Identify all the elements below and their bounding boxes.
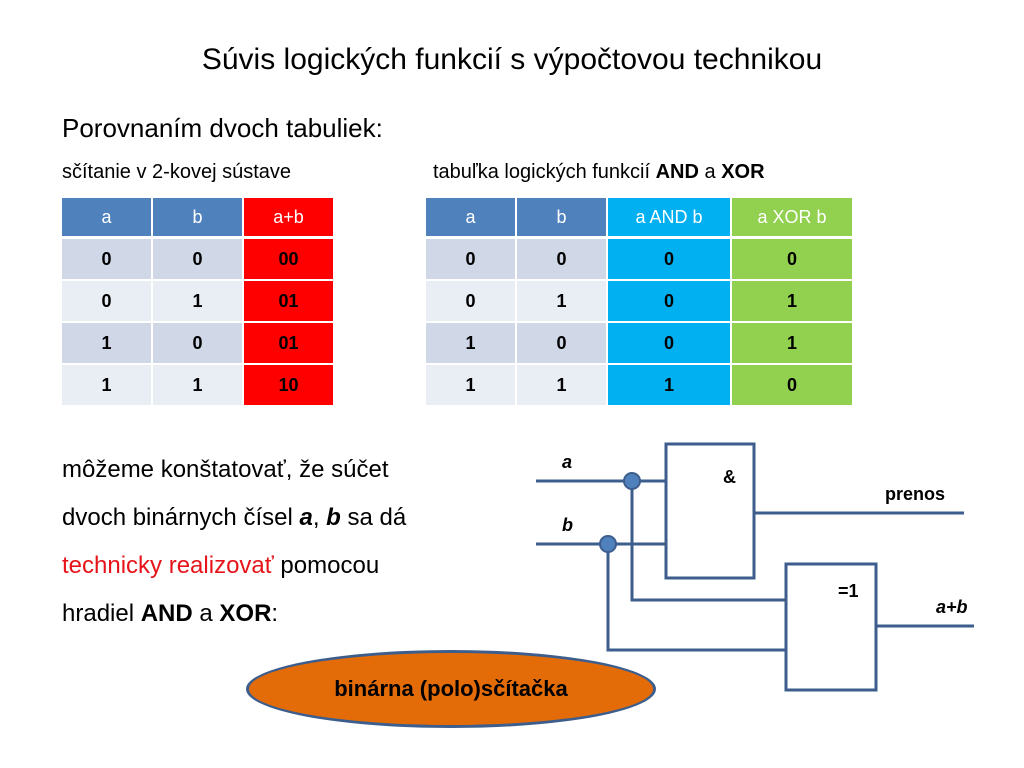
table-cell: 10: [244, 365, 335, 407]
table-cell: 1: [732, 323, 854, 365]
explanation-paragraph: môžeme konštatovať, že súčet dvoch binár…: [62, 446, 532, 638]
table-header-row: a b a AND b a XOR b: [426, 198, 854, 239]
para-line-4: hradiel AND a XOR:: [62, 590, 532, 638]
binary-sum-table: a b a+b 0 0 00 0 1 01 1 0 01 1 1 10: [62, 198, 335, 407]
slide-title: Súvis logických funkcií s výpočtovou tec…: [201, 43, 823, 76]
table-cell: 1: [153, 365, 244, 407]
input-b-label: b: [562, 515, 573, 535]
caption-binary-sum: sčítanie v 2-kovej sústave: [62, 161, 291, 183]
header-b: b: [153, 198, 244, 239]
para-text: :: [271, 600, 279, 627]
table-cell: 1: [732, 281, 854, 323]
table-cell: 0: [517, 239, 608, 281]
para-text: a: [192, 600, 220, 627]
subtitle: Porovnaním dvoch tabuliek:: [62, 113, 383, 143]
table-cell: 0: [62, 281, 153, 323]
caption-text2: a: [698, 161, 722, 183]
table-row: 0 0 00: [62, 239, 335, 281]
para-text: hradiel: [62, 600, 141, 627]
table-row: 1 0 0 1: [426, 323, 854, 365]
table-row: 0 1 0 1: [426, 281, 854, 323]
wire-b-branch: [606, 544, 786, 652]
junction-a: [623, 472, 641, 490]
carry-label: prenos: [885, 484, 946, 504]
table-cell: 0: [517, 323, 608, 365]
table-cell: 0: [732, 239, 854, 281]
para-text: dvoch binárnych čísel: [62, 504, 300, 531]
var-a: a: [299, 504, 313, 531]
table-cell: 1: [153, 281, 244, 323]
header-xor: a XOR b: [732, 198, 854, 239]
table-cell: 0: [608, 323, 732, 365]
input-a-label: a: [562, 452, 573, 472]
half-adder-ellipse: binárna (polo)sčítačka: [246, 650, 656, 728]
and-word: AND: [140, 600, 193, 627]
wire-a-branch: [630, 481, 786, 602]
table-cell: 0: [62, 239, 153, 281]
table-cell: 0: [608, 281, 732, 323]
and-gate-symbol: &: [723, 467, 736, 487]
para-line-2: dvoch binárnych čísel a, b sa dá: [62, 494, 532, 542]
table-row: 0 1 01: [62, 281, 335, 323]
xor-gate-symbol: =1: [838, 581, 859, 601]
xor-word: XOR: [219, 600, 272, 627]
table-cell: 1: [426, 365, 517, 407]
table-cell: 00: [244, 239, 335, 281]
xor-gate: [784, 562, 878, 692]
highlight-text: technicky realizovať: [62, 552, 274, 579]
caption-and: AND: [655, 161, 699, 183]
table-cell: 1: [62, 323, 153, 365]
junction-b: [599, 535, 617, 553]
header-a: a: [426, 198, 517, 239]
para-line-1: môžeme konštatovať, že súčet: [62, 456, 389, 483]
header-b: b: [517, 198, 608, 239]
header-a: a: [62, 198, 153, 239]
table-cell: 0: [426, 239, 517, 281]
logic-functions-table: a b a AND b a XOR b 0 0 0 0 0 1 0 1 1 0 …: [426, 198, 854, 407]
table-cell: 1: [608, 365, 732, 407]
table-header-row: a b a+b: [62, 198, 335, 239]
para-text: pomocou: [273, 552, 380, 579]
table-cell: 0: [153, 239, 244, 281]
caption-text1: tabuľka logických funkcií: [433, 161, 656, 183]
table-row: 0 0 0 0: [426, 239, 854, 281]
para-text: ,: [312, 504, 327, 531]
var-b: b: [326, 504, 341, 531]
table-row: 1 1 10: [62, 365, 335, 407]
table-row: 1 1 1 0: [426, 365, 854, 407]
table-cell: 0: [608, 239, 732, 281]
table-cell: 01: [244, 281, 335, 323]
caption-logic-table: tabuľka logických funkcií AND a XOR: [433, 158, 765, 186]
table-cell: 1: [517, 281, 608, 323]
table-row: 1 0 01: [62, 323, 335, 365]
table-cell: 1: [426, 323, 517, 365]
table-cell: 01: [244, 323, 335, 365]
para-text: sa dá: [340, 504, 407, 531]
header-and: a AND b: [608, 198, 732, 239]
table-cell: 0: [153, 323, 244, 365]
and-gate: [664, 442, 756, 580]
header-sum: a+b: [244, 198, 335, 239]
caption-xor: XOR: [721, 161, 765, 183]
para-line-3: technicky realizovať pomocou: [62, 542, 532, 590]
table-cell: 0: [732, 365, 854, 407]
sum-label: a+b: [936, 597, 968, 617]
table-cell: 1: [517, 365, 608, 407]
table-cell: 1: [62, 365, 153, 407]
table-cell: 0: [426, 281, 517, 323]
